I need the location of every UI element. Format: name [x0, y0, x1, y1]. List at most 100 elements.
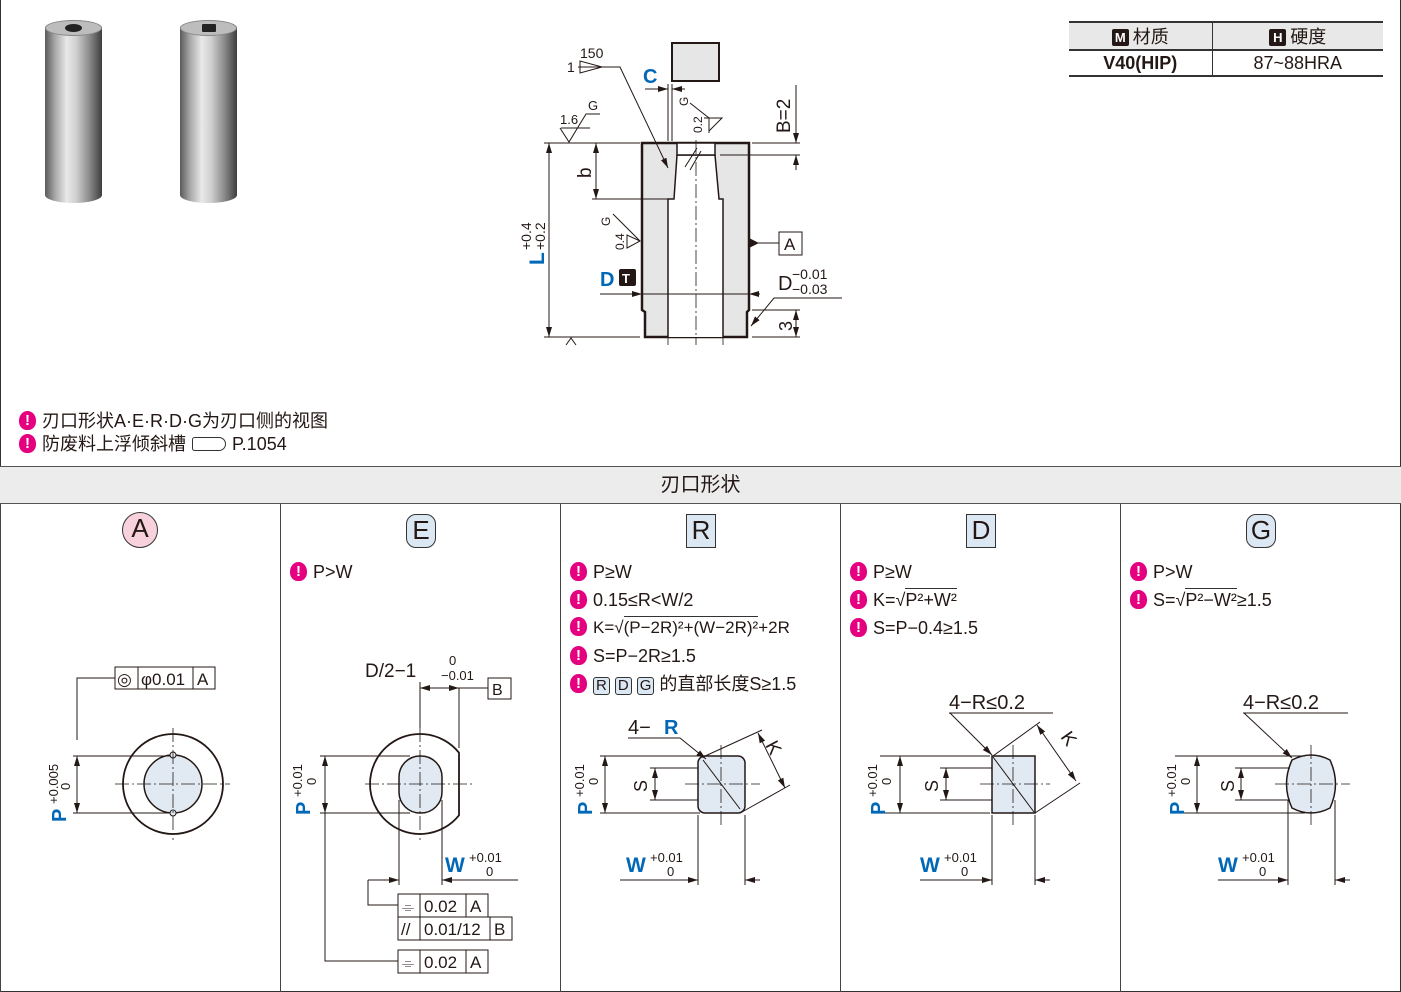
w-label: W — [626, 854, 646, 877]
shape-e-notes: P>W — [290, 558, 353, 586]
p-tol-upper: +0.005 — [46, 764, 61, 804]
fcf-datum: A — [470, 953, 482, 972]
warning-icon — [1130, 590, 1147, 609]
s-label: S — [1218, 780, 1238, 792]
p-tol-upper: +0.01 — [1164, 764, 1179, 797]
fcf-tolerance: 0.01/12 — [424, 920, 481, 939]
warning-icon — [850, 590, 867, 609]
flat-dim-label: D/2−1 — [365, 661, 416, 682]
warning-icon — [1130, 562, 1147, 581]
roughness-1: 1 — [567, 59, 575, 75]
grind-symbol-g: G — [599, 217, 613, 226]
formula-k-tail: +2R — [758, 618, 790, 637]
formula-s-tail: ≥1.5 — [1236, 590, 1272, 610]
hardness-value: 87~88HRA — [1211, 50, 1383, 77]
concentricity-icon: ◎ — [117, 670, 132, 689]
p-label: P — [49, 809, 71, 822]
p-tol-lower: 0 — [1178, 778, 1193, 785]
flat-tol-upper: 0 — [449, 653, 456, 668]
shape-column-g — [1120, 504, 1400, 992]
formula-s: S=√ — [1153, 590, 1186, 610]
note-1: 刃口形状A·E·R·D·G为刃口侧的视图 — [19, 410, 328, 433]
w-tol-upper: +0.01 — [469, 850, 502, 865]
p-label: P — [293, 802, 315, 815]
parallelism-icon: // — [401, 920, 411, 939]
page-reference-link[interactable]: P.1054 — [232, 434, 287, 454]
fcf-datum: B — [494, 920, 505, 939]
fcf-tolerance: 0.02 — [424, 897, 457, 916]
diameter-d-label: D — [600, 269, 614, 291]
formula-k-root: (P−2R)²+(W−2R)² — [623, 616, 759, 637]
formula-k: K=√ — [873, 590, 906, 610]
p-tol-upper: +0.01 — [290, 764, 305, 797]
clearance-c-label: C — [643, 66, 657, 88]
fcf-tolerance: φ0.01 — [141, 670, 185, 689]
note-text: 刃口形状A·E·R·D·G为刃口侧的视图 — [42, 411, 328, 431]
shape-g-notes: P>W S=√P²−W²≥1.5 — [1130, 558, 1272, 614]
shape-column-a — [0, 504, 280, 992]
length-tol-lower: +0.2 — [532, 222, 548, 250]
condition-text: P>W — [1153, 562, 1193, 582]
section-title: 刃口形状 — [0, 466, 1401, 504]
fcf-tolerance: 0.02 — [424, 953, 457, 972]
product-photo-square — [180, 20, 237, 203]
warning-icon — [570, 590, 587, 609]
p-tol-lower: 0 — [879, 778, 894, 785]
shape-r-notes: P≥W 0.15≤R<W/2 K=√(P−2R)²+(W−2R)²+2R S=P… — [570, 558, 796, 698]
shape-d-drawing: 4−R≤0.2 K S P +0.01 0 W +0.01 0 — [865, 692, 1081, 885]
s-label: S — [922, 780, 942, 792]
p-tol-lower: 0 — [304, 778, 319, 785]
w-tol-lower: 0 — [1259, 864, 1266, 879]
s-label: S — [631, 780, 651, 792]
p-tol-lower: 0 — [58, 783, 73, 790]
k-label: K — [761, 737, 786, 758]
flat-tol-lower: −0.01 — [441, 668, 474, 683]
corner-label: 4−R≤0.2 — [1243, 692, 1319, 714]
w-tol-upper: +0.01 — [1242, 850, 1275, 865]
material-badge-icon: M — [1111, 29, 1129, 46]
shape-e-drawing: B D/2−1 0 −0.01 P +0.01 0 W +0.01 0 ⌯ 0.… — [290, 653, 518, 974]
p-tol-upper: +0.01 — [572, 764, 587, 797]
condition-text: P>W — [313, 562, 353, 582]
diameter-tol-lower: −0.03 — [792, 281, 828, 297]
relief-depth-label: 3 — [776, 321, 796, 331]
shape-a-drawing: ◎ φ0.01 A P +0.005 0 — [46, 666, 230, 840]
diameter-tol-upper: −0.01 — [792, 266, 828, 282]
hardness-label: 硬度 — [1290, 27, 1327, 47]
formula-k-root: P²+W² — [905, 588, 957, 610]
shape-badge-d: D — [966, 514, 996, 548]
shape-column-r — [560, 504, 840, 992]
main-section-drawing: L +0.4 +0.2 b B=2 C 150 1 1.6 G G 0.2 G … — [518, 42, 842, 346]
k-label: K — [1056, 728, 1081, 751]
warning-icon — [290, 562, 307, 581]
shape-r-drawing: 4− R K S P +0.01 0 W +0.01 0 — [572, 717, 791, 885]
symmetry-icon: ⌯ — [402, 955, 414, 972]
grind-symbol-g: G — [588, 98, 598, 113]
p-label: P — [1167, 802, 1189, 815]
roughness-0-4: 0.4 — [613, 233, 627, 250]
shape-d-notes: P≥W K=√P²+W² S=P−0.4≥1.5 — [850, 558, 978, 642]
w-tol-lower: 0 — [961, 864, 968, 879]
condition-text: S=P−0.4≥1.5 — [873, 618, 978, 638]
roughness-0-2: 0.2 — [691, 116, 705, 133]
warning-icon — [19, 434, 36, 453]
t-badge-icon: T — [622, 271, 630, 286]
formula-k: K=√ — [593, 618, 624, 637]
badge-d: D — [614, 677, 632, 695]
condition-text: P≥W — [593, 562, 632, 582]
length-label: L — [526, 252, 549, 265]
p-tol-lower: 0 — [586, 778, 601, 785]
warning-icon — [570, 646, 587, 665]
datum-a-label: A — [784, 235, 796, 254]
warning-icon — [570, 562, 587, 581]
p-tol-upper: +0.01 — [865, 764, 880, 797]
product-photo-round — [45, 20, 102, 203]
shape-g-drawing: 4−R≤0.2 S P +0.01 0 W +0.01 0 — [1164, 692, 1350, 885]
w-tol-upper: +0.01 — [650, 850, 683, 865]
b-label: b — [575, 167, 596, 178]
